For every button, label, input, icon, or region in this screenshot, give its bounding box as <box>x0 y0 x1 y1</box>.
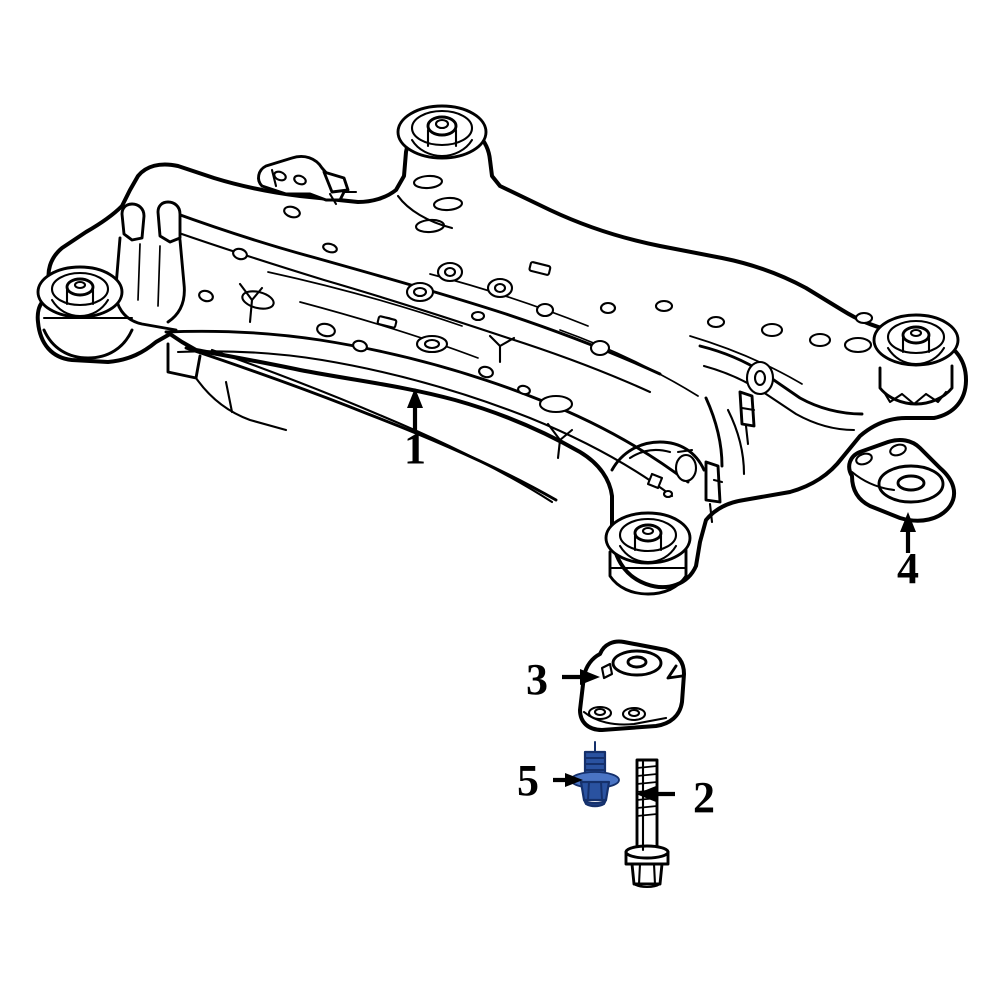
callout-1-number: 1 <box>404 424 426 473</box>
subframe-surface-marks <box>238 282 574 460</box>
callout-4-number: 4 <box>897 544 919 593</box>
callout-2[interactable]: 2 <box>636 773 715 822</box>
part-4-hole-upper-left <box>855 452 873 466</box>
part-2-head-bottom <box>632 882 662 889</box>
part-4-hole-upper-right <box>889 443 907 457</box>
subframe-lower-right-bracket <box>610 440 724 524</box>
subframe-upper-rail-inner <box>174 230 652 394</box>
part-3-bracket-plate[interactable] <box>578 639 686 732</box>
callout-1-arrowhead <box>407 388 423 408</box>
bushing-mount-right <box>843 313 960 406</box>
part-4-fold-line <box>850 470 896 492</box>
callout-5[interactable]: 5 <box>517 756 583 805</box>
part-3-left-notch <box>600 662 614 680</box>
part-5-hex-facet-right <box>600 781 603 801</box>
callout-2-number: 2 <box>693 773 715 822</box>
subframe-right-arm <box>698 344 864 476</box>
part-2-long-bolt[interactable] <box>624 758 670 889</box>
subframe-left-flange-edge <box>194 376 288 432</box>
part-2-hex-head <box>630 862 664 886</box>
callout-3[interactable]: 3 <box>526 655 600 704</box>
subframe-left-flange <box>166 342 202 380</box>
subframe-web-line-d <box>559 329 699 397</box>
callout-3-arrowhead <box>580 669 600 685</box>
part-4-bracket-plate[interactable] <box>847 438 957 523</box>
subframe-web-line-e <box>689 335 803 385</box>
part-2-hex-facet-left <box>637 862 642 886</box>
part-5-hex-collar <box>579 780 611 802</box>
part-5-flange-bolt[interactable] <box>570 741 620 808</box>
part-1-subframe[interactable] <box>35 104 968 596</box>
callout-1[interactable]: 1 <box>404 388 426 473</box>
bushing-mount-left <box>36 265 134 360</box>
part-3-right-fold <box>666 664 684 680</box>
callout-5-arrowhead <box>565 773 583 787</box>
part-3-centre-hole <box>626 655 648 669</box>
part-3-lower-edge <box>582 710 668 726</box>
subframe-mid-diagonal <box>164 329 690 484</box>
subframe-web-line-a <box>267 271 463 327</box>
part-5-hex-base <box>583 799 607 808</box>
subframe-left-flange-edge2 <box>224 380 234 414</box>
subframe-main-outline <box>35 119 968 590</box>
callout-2-arrowhead <box>636 786 656 802</box>
subframe-mid-diagonal-inner <box>176 350 674 498</box>
part-5-hex-facet-left <box>587 781 590 801</box>
part-4-centre-hole <box>896 474 926 492</box>
part-2-flange-top <box>624 844 670 860</box>
callout-4-arrowhead <box>900 512 916 532</box>
bushing-mount-bottom <box>604 511 692 596</box>
subframe-lower-chord-inner <box>210 348 554 504</box>
part-3-hole-lower-right-inner <box>627 708 641 718</box>
bushing-mount-top <box>396 104 488 234</box>
subframe-lightening-holes <box>198 205 874 414</box>
callout-3-number: 3 <box>526 655 548 704</box>
callout-4[interactable]: 4 <box>897 512 919 593</box>
subframe-centre-bracket <box>257 155 358 206</box>
part-2-hex-facet-right <box>652 862 657 886</box>
part-3-hole-lower-left-inner <box>593 707 607 717</box>
callout-5-number: 5 <box>517 756 539 805</box>
subframe-lower-chord <box>184 346 558 502</box>
